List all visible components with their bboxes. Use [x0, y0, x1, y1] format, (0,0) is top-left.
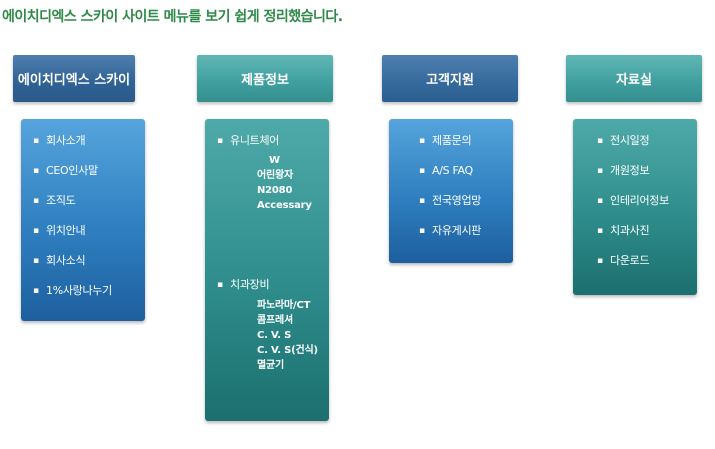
menu-item-company-intro[interactable]: ▪ 회사소개	[33, 133, 145, 163]
submenu-item-sterilizer[interactable]: 멸균기	[257, 360, 284, 371]
page-title: 에이치디엑스 스카이 사이트 메뉴를 보기 쉽게 정리했습니다.	[2, 9, 343, 25]
menu-item-label: 개원정보	[610, 164, 650, 177]
bullet-icon: ▪	[217, 280, 223, 290]
submenu-item-w[interactable]: W	[269, 155, 280, 166]
menu-item-as-faq[interactable]: ▪ A/S FAQ	[419, 163, 513, 193]
menu-item-label: 다운로드	[610, 254, 650, 267]
bullet-icon: ▪	[419, 166, 425, 176]
submenu-panel-resources: ▪ 전시일정 ▪ 개원정보 ▪ 인테리어정보 ▪ 치과사진 ▪ 다운로드	[573, 119, 697, 295]
bullet-icon: ▪	[33, 286, 39, 296]
menu-item-label: 치과사진	[610, 224, 650, 237]
submenu-item-compressor[interactable]: 콤프레셔	[257, 315, 293, 326]
menu-item-download[interactable]: ▪ 다운로드	[597, 253, 697, 283]
menu-item-label: 회사소개	[46, 134, 86, 147]
bullet-icon: ▪	[217, 136, 223, 146]
bullet-icon: ▪	[33, 166, 39, 176]
menu-item-sharing-love[interactable]: ▪ 1%사랑나누기	[33, 283, 145, 313]
submenu-item-n2080[interactable]: N2080	[257, 185, 293, 196]
menu-item-free-board[interactable]: ▪ 자유게시판	[419, 223, 513, 253]
menu-item-label: 조직도	[46, 194, 76, 207]
bullet-icon: ▪	[597, 256, 603, 266]
menu-item-label: 유니트체어	[230, 134, 280, 147]
product-group-unit-chair: ▪ 유니트체어 W 어린왕자 N2080 Accessary	[217, 133, 329, 213]
submenu-item-panorama-ct[interactable]: 파노라마/CT	[257, 300, 311, 311]
menu-item-interior-info[interactable]: ▪ 인테리어정보	[597, 193, 697, 223]
bullet-icon: ▪	[33, 136, 39, 146]
submenu-item-cvs[interactable]: C. V. S	[257, 330, 292, 341]
menu-item-label: 제품문의	[432, 134, 472, 147]
menu-item-unit-chair[interactable]: ▪ 유니트체어	[217, 133, 329, 149]
menu-item-exhibition-schedule[interactable]: ▪ 전시일정	[597, 133, 697, 163]
product-group-dental-equipment: ▪ 치과장비 파노라마/CT 콤프레셔 C. V. S C. V. S(건식) 멸…	[217, 277, 329, 373]
menu-item-opening-info[interactable]: ▪ 개원정보	[597, 163, 697, 193]
menu-item-label: 위치안내	[46, 224, 86, 237]
menu-item-label: 전국영업망	[432, 194, 482, 207]
bullet-icon: ▪	[33, 256, 39, 266]
menu-item-location[interactable]: ▪ 위치안내	[33, 223, 145, 253]
bullet-icon: ▪	[597, 166, 603, 176]
menu-heading-products[interactable]: 제품정보	[197, 55, 333, 102]
submenu-item-cvs-dry[interactable]: C. V. S(건식)	[257, 345, 318, 356]
menu-item-product-inquiry[interactable]: ▪ 제품문의	[419, 133, 513, 163]
menu-item-label: 전시일정	[610, 134, 650, 147]
menu-heading-support[interactable]: 고객지원	[382, 55, 518, 102]
bullet-icon: ▪	[419, 226, 425, 236]
menu-item-company-news[interactable]: ▪ 회사소식	[33, 253, 145, 283]
bullet-icon: ▪	[419, 136, 425, 146]
menu-item-label: CEO인사말	[46, 164, 98, 177]
bullet-icon: ▪	[597, 226, 603, 236]
submenu-panel-company: ▪ 회사소개 ▪ CEO인사말 ▪ 조직도 ▪ 위치안내 ▪ 회사소식 ▪ 1%사랑나누기	[21, 119, 145, 321]
menu-item-label: 치과장비	[230, 278, 270, 291]
submenu-panel-support: ▪ 제품문의 ▪ A/S FAQ ▪ 전국영업망 ▪ 자유게시판	[389, 119, 513, 263]
bullet-icon: ▪	[33, 226, 39, 236]
menu-heading-company[interactable]: 에이치디엑스 스카이	[13, 55, 135, 102]
bullet-icon: ▪	[597, 136, 603, 146]
submenu-item-little-prince[interactable]: 어린왕자	[257, 170, 293, 181]
menu-heading-resources[interactable]: 자료실	[566, 55, 702, 102]
bullet-icon: ▪	[33, 196, 39, 206]
bullet-icon: ▪	[597, 196, 603, 206]
menu-item-organization[interactable]: ▪ 조직도	[33, 193, 145, 223]
menu-item-sales-network[interactable]: ▪ 전국영업망	[419, 193, 513, 223]
menu-item-label: 회사소식	[46, 254, 86, 267]
menu-item-clinic-photos[interactable]: ▪ 치과사진	[597, 223, 697, 253]
menu-item-dental-equipment[interactable]: ▪ 치과장비	[217, 277, 329, 293]
menu-item-label: 자유게시판	[432, 224, 482, 237]
menu-item-label: 인테리어정보	[610, 194, 669, 207]
menu-item-ceo-greeting[interactable]: ▪ CEO인사말	[33, 163, 145, 193]
submenu-item-accessary[interactable]: Accessary	[257, 200, 312, 211]
submenu-panel-products: ▪ 유니트체어 W 어린왕자 N2080 Accessary ▪ 치과장비 파노라마…	[205, 119, 329, 421]
bullet-icon: ▪	[419, 196, 425, 206]
menu-item-label: A/S FAQ	[432, 164, 473, 177]
menu-item-label: 1%사랑나누기	[46, 284, 112, 297]
